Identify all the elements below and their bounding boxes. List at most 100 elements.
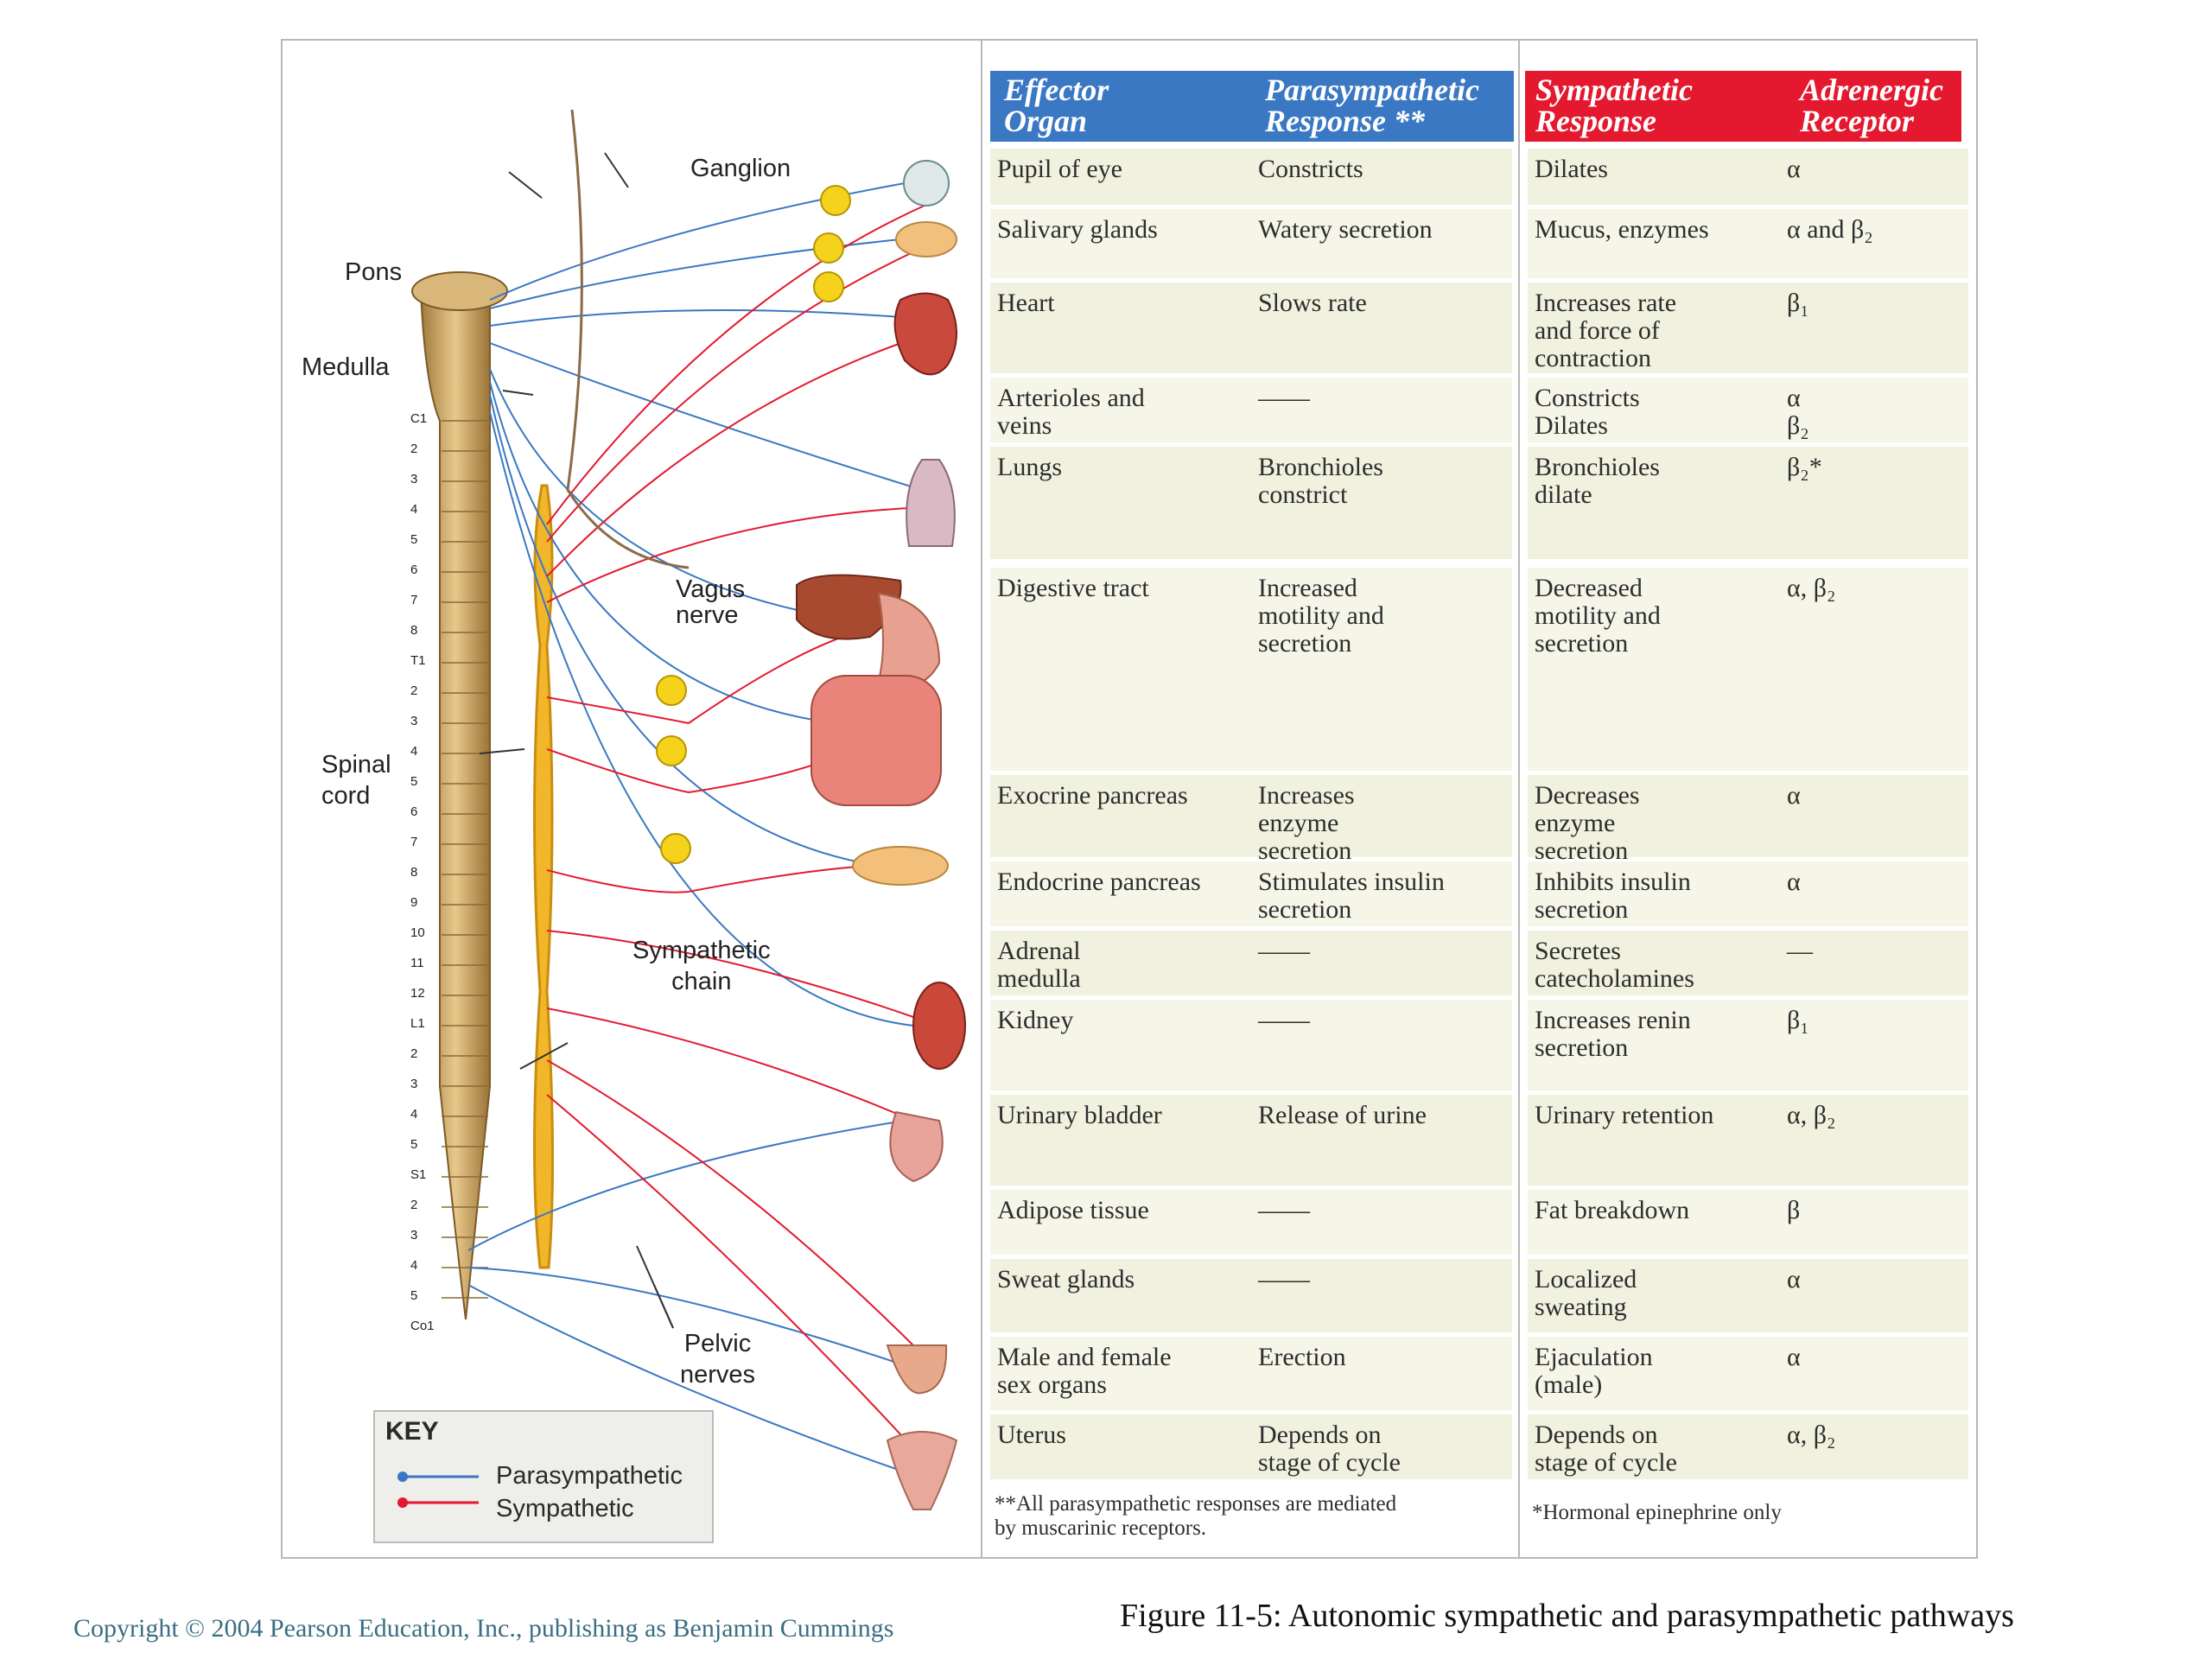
sympathetic-table-cell: Secretes catecholamines xyxy=(1535,937,1694,993)
sympathetic-table-cell: Ejaculation (male) xyxy=(1535,1343,1653,1399)
eye-organ xyxy=(903,160,950,207)
parasympathetic-header: Effector Organ Parasympathetic Response … xyxy=(990,71,1514,142)
key-title: KEY xyxy=(385,1417,439,1446)
parasympathetic-table: Effector Organ Parasympathetic Response … xyxy=(981,39,1522,1559)
key-parasympathetic: Parasympathetic xyxy=(496,1462,683,1490)
sympathetic-table-row: Inhibits insulin secretion α xyxy=(1528,861,1968,926)
parasympathetic-table-cell: Constricts xyxy=(1258,155,1363,183)
sympathetic-nerve xyxy=(546,247,923,543)
sympathetic-nerve xyxy=(546,930,914,1018)
parasympathetic-table-cell: —— xyxy=(1258,1265,1310,1294)
parasympathetic-table-cell: —— xyxy=(1258,1196,1310,1224)
figure-caption: Figure 11-5: Autonomic sympathetic and p… xyxy=(1120,1598,2014,1634)
ganglion-node xyxy=(660,833,691,864)
sympathetic-table-cell: Inhibits insulin secretion xyxy=(1535,868,1691,924)
parasympathetic-table-cell: Exocrine pancreas xyxy=(997,781,1188,810)
vertebra-label: 5 xyxy=(410,774,418,789)
vertebra-label: 5 xyxy=(410,1288,418,1303)
parasympathetic-nerve xyxy=(467,1120,906,1251)
label-vagus-nerve: Vagus nerve xyxy=(676,575,746,629)
pancreas-organ xyxy=(852,846,949,886)
sympathetic-nerve xyxy=(546,748,690,793)
parasympathetic-table-cell: Salivary glands xyxy=(997,215,1158,244)
uterus-organ xyxy=(886,1431,958,1510)
parasympathetic-nerve xyxy=(489,394,880,867)
sympathetic-header: Sympathetic Response Adrenergic Receptor xyxy=(1525,71,1961,142)
sympathetic-nerve xyxy=(546,334,927,577)
vertebra-label: 8 xyxy=(410,623,418,638)
parasympathetic-table-cell: Endocrine pancreas xyxy=(997,868,1201,896)
sympathetic-table-cell: Increases renin secretion xyxy=(1535,1006,1691,1062)
sympathetic-nerve xyxy=(546,869,690,893)
sympathetic-nerve xyxy=(546,1059,923,1355)
vertebra-label: 11 xyxy=(410,956,424,970)
header-sympathetic-response: Sympathetic Response xyxy=(1535,73,1693,138)
parasympathetic-table-cell: Adrenal medulla xyxy=(997,937,1081,993)
header-parasympathetic-response: Parasympathetic Response ** xyxy=(1265,73,1479,138)
sympathetic-table-cell: α xyxy=(1787,1265,1801,1294)
label-pelvic-nerves: Pelvic nerves xyxy=(680,1330,756,1389)
stomach-organ xyxy=(877,592,941,687)
vertebra-label: 7 xyxy=(410,835,418,849)
parasympathetic-nerve xyxy=(489,309,901,327)
parasympathetic-table-cell: Stimulates insulin secretion xyxy=(1258,868,1445,924)
parasympathetic-table-row: Adrenal medulla—— xyxy=(990,931,1512,995)
sympathetic-table-cell: Localized sweating xyxy=(1535,1265,1637,1321)
label-medulla: Medulla xyxy=(302,353,390,381)
vertebra-label: 12 xyxy=(410,986,425,1001)
parasympathetic-table-cell: Slows rate xyxy=(1258,289,1367,317)
sympathetic-table-cell: α xyxy=(1787,868,1801,896)
parasympathetic-table-cell: Erection xyxy=(1258,1343,1346,1371)
vertebra-label: 2 xyxy=(410,442,418,456)
sympathetic-nerve xyxy=(546,1007,914,1122)
parasympathetic-table-cell: Uterus xyxy=(997,1421,1066,1449)
parasympathetic-table-cell: Watery secretion xyxy=(1258,215,1433,244)
parasympathetic-table-cell: Increased motility and secretion xyxy=(1258,574,1384,658)
header-adrenergic-receptor: Adrenergic Receptor xyxy=(1800,73,1943,138)
copyright-text: Copyright © 2004 Pearson Education, Inc.… xyxy=(73,1614,894,1643)
anatomy-panel: Ganglion Pons Medulla Vagus nerve Spinal… xyxy=(281,39,984,1559)
vertebra-label: 6 xyxy=(410,563,418,577)
parasympathetic-table-cell: Digestive tract xyxy=(997,574,1149,602)
lungs-organ xyxy=(906,459,956,547)
sympathetic-nerve xyxy=(546,506,927,603)
parasympathetic-table-cell: Release of urine xyxy=(1258,1101,1427,1129)
vertebra-label: 2 xyxy=(410,683,418,698)
parasympathetic-table-row: Salivary glands Watery secretion xyxy=(990,209,1512,278)
parasympathetic-nerve xyxy=(489,368,802,612)
sympathetic-table-cell: Increases rate and force of contraction xyxy=(1535,289,1677,372)
sympathetic-table-cell: Bronchioles dilate xyxy=(1535,453,1660,509)
parasympathetic-table-cell: Male and female sex organs xyxy=(997,1343,1172,1399)
parasympathetic-nerve xyxy=(489,342,923,491)
vertebra-label: S1 xyxy=(410,1167,427,1182)
parasympathetic-table-row: Endocrine pancreas Stimulates insulin sec… xyxy=(990,861,1512,926)
sympathetic-table-cell: — xyxy=(1787,937,1813,965)
parasympathetic-nerve xyxy=(467,1267,923,1372)
label-sympathetic-chain: Sympathetic chain xyxy=(632,937,771,995)
sympathetic-table-cell: α xyxy=(1787,155,1801,183)
ganglion-node xyxy=(813,232,844,264)
label-ganglion: Ganglion xyxy=(690,155,791,182)
sympathetic-table-cell: Decreased motility and secretion xyxy=(1535,574,1661,658)
sympathetic-nerve xyxy=(546,696,690,724)
sympathetic-table-cell: β₁ xyxy=(1787,1006,1809,1034)
sympathetic-footnote: *Hormonal epinephrine only xyxy=(1532,1501,1782,1524)
ganglion-node xyxy=(656,675,687,706)
pons-shape xyxy=(411,271,508,311)
sympathetic-table-row: Localized sweating α xyxy=(1528,1259,1968,1332)
sympathetic-table-cell: α, β₂ xyxy=(1787,1101,1836,1129)
parasympathetic-table-cell: —— xyxy=(1258,1006,1310,1034)
sympathetic-table-row: Secretes catecholamines — xyxy=(1528,931,1968,995)
ganglion-node xyxy=(813,271,844,302)
parasympathetic-table-cell: Lungs xyxy=(997,453,1062,481)
vertebra-label: 9 xyxy=(410,895,418,910)
kidney-organ xyxy=(912,982,966,1070)
vertebra-label: 4 xyxy=(410,1258,418,1273)
vertebra-label: 4 xyxy=(410,744,418,759)
key-legend: KEY Parasympathetic Sympathetic xyxy=(373,1410,714,1543)
vertebra-label: 7 xyxy=(410,593,418,607)
